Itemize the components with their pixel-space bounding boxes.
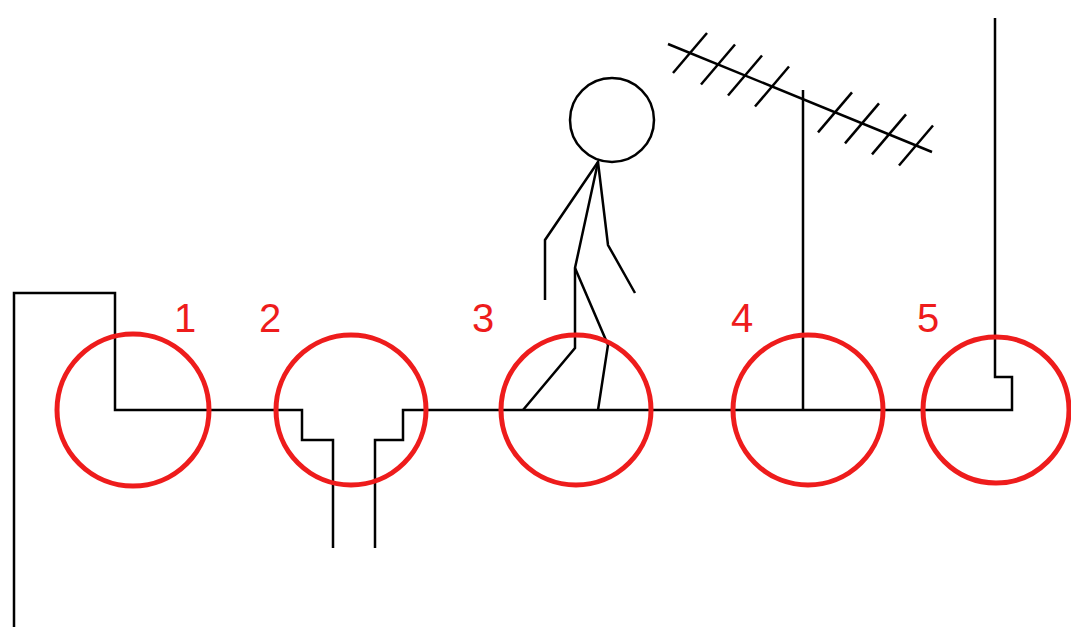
antenna-boom	[668, 44, 932, 152]
antenna-element	[673, 33, 707, 73]
ground-and-pole	[375, 18, 1012, 548]
antenna-elements	[673, 33, 933, 165]
wall-and-ground	[14, 293, 333, 627]
antenna-element	[818, 92, 852, 132]
callout-number: 3	[472, 298, 494, 338]
antenna-element	[845, 103, 879, 143]
callout-number: 2	[259, 298, 281, 338]
highlight-circle	[57, 334, 209, 486]
antenna-mast	[802, 90, 805, 410]
antenna-element	[755, 67, 789, 107]
highlight-circle	[923, 337, 1069, 483]
person-arms	[545, 162, 635, 300]
person-head	[570, 78, 654, 162]
antenna-element	[728, 56, 762, 96]
person-left-leg	[523, 162, 598, 410]
callout-number: 1	[174, 298, 196, 338]
antenna-element	[872, 114, 906, 154]
highlight-circle	[501, 335, 651, 485]
callout-number: 5	[917, 298, 939, 338]
highlight-circle	[733, 335, 883, 485]
antenna-element	[899, 125, 933, 165]
antenna-element	[701, 44, 735, 84]
highlight-circle	[276, 335, 426, 485]
callout-number: 4	[731, 298, 753, 338]
